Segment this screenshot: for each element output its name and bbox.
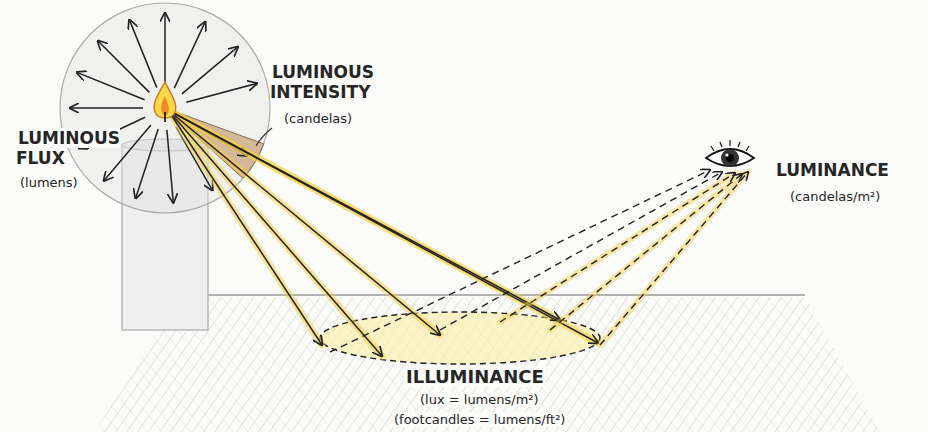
quantity-name: ILLUMINANCE [404,366,546,387]
floor [95,295,880,432]
reflected-rays [330,170,748,352]
label-holder: (lux = lumens/m²) [418,389,638,408]
unit-note: (candelas) [282,111,354,126]
flux-rays [70,13,257,203]
light-sphere [60,3,270,213]
label-holder: (footcandles = lumens/ft²) [392,409,652,428]
unit-note: (lux = lumens/m²) [418,392,541,407]
label-holder: (lumens) [18,172,138,191]
label-holder: LUMINOUS FLUX [16,128,121,169]
incident-rays [168,110,598,356]
label-holder: (candelas/m²) [788,186,923,205]
unit-note: (lumens) [18,175,80,190]
unit-note: (footcandles = lumens/ft²) [392,412,567,427]
label-holder: ILLUMINANCE [404,366,604,388]
label-holder: LUMINANCE [774,160,924,180]
quantity-name: LUMINANCE [774,160,891,180]
candle-flame [154,82,176,122]
unit-note: (candelas/m²) [788,189,882,204]
eye [706,140,754,167]
quantity-name: LUMINOUS INTENSITY [270,62,374,102]
label-holder: LUMINOUS INTENSITY [270,62,385,103]
label-holder: (candelas) [282,108,402,127]
leader-line [256,128,272,146]
quantity-name: LUMINOUS FLUX [16,128,120,168]
